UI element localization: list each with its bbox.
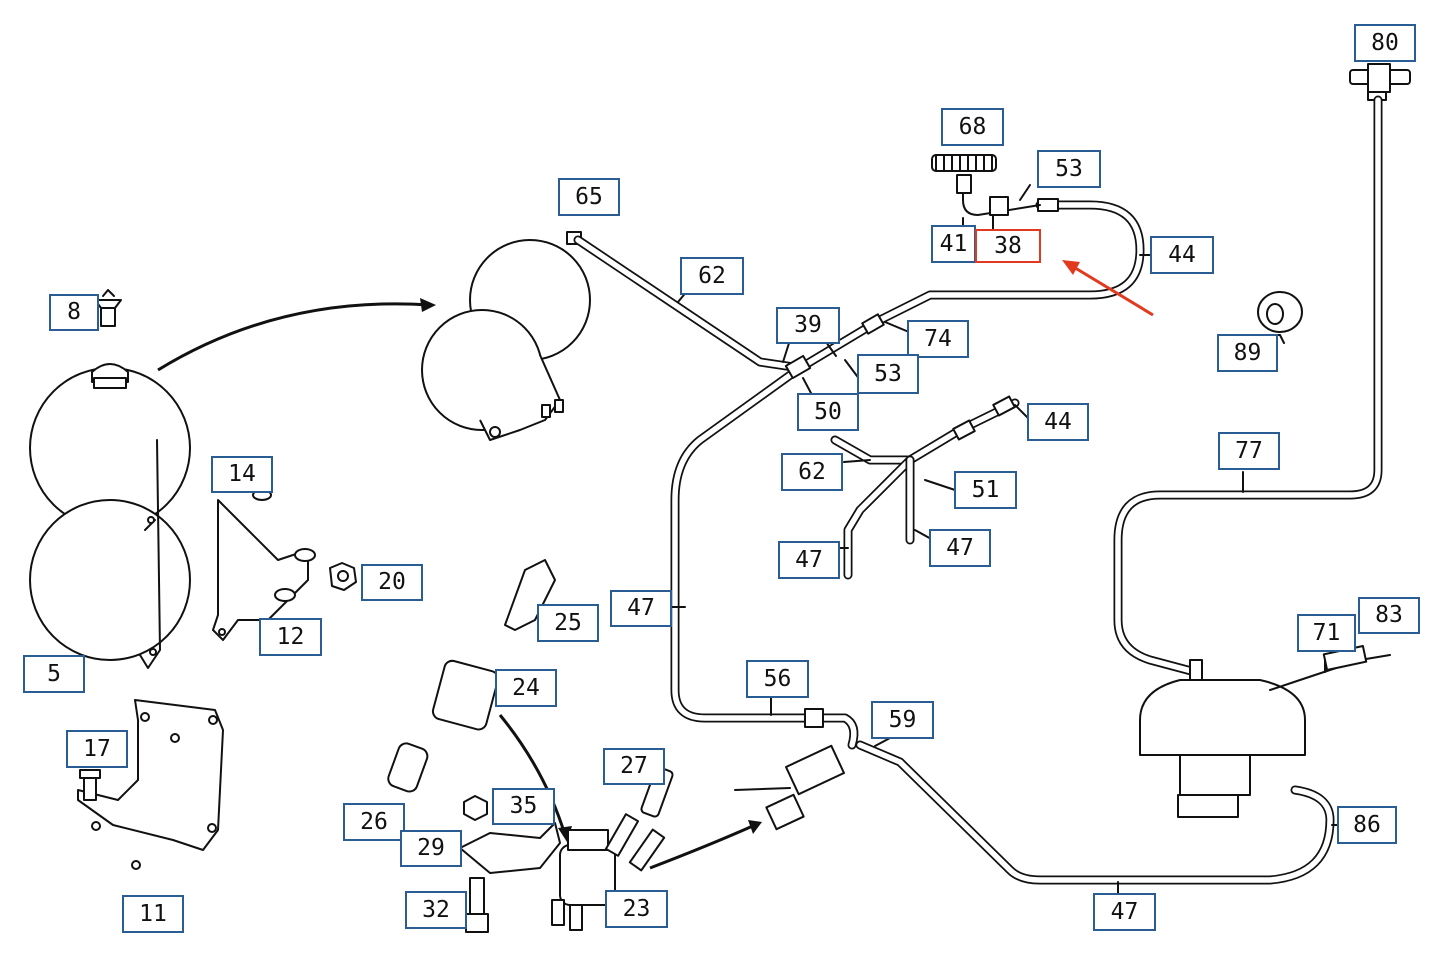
callout-39[interactable]: 39 — [776, 307, 840, 344]
callout-53-lower[interactable]: 53 — [857, 354, 919, 394]
callout-41[interactable]: 41 — [931, 225, 976, 263]
arrow-to-canister — [157, 298, 436, 372]
callout-44-lower[interactable]: 44 — [1027, 403, 1089, 441]
callout-27[interactable]: 27 — [603, 748, 665, 785]
callout-38-highlighted[interactable]: 38 — [975, 229, 1041, 263]
bracket-12 — [212, 489, 316, 641]
cap-part — [94, 289, 122, 327]
valve-59 — [734, 708, 859, 831]
hose-77 — [1113, 95, 1383, 677]
nut-20 — [329, 562, 357, 591]
callout-62-lower[interactable]: 62 — [781, 453, 843, 491]
callout-83[interactable]: 83 — [1358, 597, 1420, 634]
callout-68[interactable]: 68 — [941, 108, 1004, 146]
hose-47-main — [670, 363, 825, 723]
connector-25 — [504, 559, 556, 631]
callout-14[interactable]: 14 — [211, 456, 273, 493]
callout-77[interactable]: 77 — [1218, 432, 1280, 470]
fitting-38 — [931, 154, 1041, 216]
callout-17[interactable]: 17 — [66, 730, 128, 768]
callout-47-detail-right[interactable]: 47 — [929, 529, 991, 567]
nut-35 — [463, 795, 488, 821]
valve-23 — [551, 813, 666, 931]
callout-56[interactable]: 56 — [746, 660, 809, 698]
callout-50[interactable]: 50 — [797, 393, 859, 431]
bracket-29 — [459, 822, 561, 874]
vacuum-unit — [1139, 645, 1391, 818]
callout-53-upper[interactable]: 53 — [1037, 150, 1101, 188]
callout-47-main[interactable]: 47 — [610, 590, 672, 627]
callout-5[interactable]: 5 — [23, 655, 85, 693]
callout-80[interactable]: 80 — [1354, 24, 1416, 62]
callout-24[interactable]: 24 — [495, 669, 557, 707]
callout-74[interactable]: 74 — [907, 320, 969, 358]
junction-50 — [784, 354, 812, 380]
callout-20[interactable]: 20 — [361, 564, 423, 601]
callout-89[interactable]: 89 — [1217, 334, 1278, 372]
hose-47-bottom — [855, 740, 1335, 885]
connector-24 — [431, 659, 500, 731]
callout-65[interactable]: 65 — [558, 178, 620, 216]
callout-59[interactable]: 59 — [871, 701, 934, 739]
bracket-11 — [77, 699, 224, 870]
hose-44-upper — [795, 198, 1145, 373]
highlight-arrow — [1062, 260, 1154, 317]
callout-86[interactable]: 86 — [1337, 806, 1397, 844]
reservoir-spheres — [29, 363, 191, 669]
callout-35[interactable]: 35 — [492, 788, 555, 825]
callout-32[interactable]: 32 — [405, 891, 467, 929]
callout-26[interactable]: 26 — [343, 803, 405, 841]
callout-47-bottom[interactable]: 47 — [1093, 893, 1156, 931]
callout-23[interactable]: 23 — [605, 890, 668, 928]
arrow-to-valve-59 — [649, 820, 762, 870]
callout-47-detail-left[interactable]: 47 — [778, 541, 840, 579]
callout-71[interactable]: 71 — [1297, 614, 1356, 652]
canister-top — [421, 231, 591, 441]
callout-25[interactable]: 25 — [537, 604, 599, 642]
callout-62-upper[interactable]: 62 — [680, 257, 744, 295]
bolt-32 — [465, 877, 489, 933]
y-junction-detail — [830, 395, 1020, 580]
callout-51[interactable]: 51 — [954, 471, 1017, 509]
bolt-17 — [79, 769, 101, 801]
valve-80 — [1349, 63, 1411, 101]
fitting-26 — [387, 742, 429, 793]
callout-8[interactable]: 8 — [49, 294, 99, 331]
callout-12[interactable]: 12 — [259, 618, 322, 656]
callout-29[interactable]: 29 — [400, 830, 462, 867]
callout-11[interactable]: 11 — [122, 895, 184, 933]
callout-44-upper[interactable]: 44 — [1150, 236, 1214, 274]
